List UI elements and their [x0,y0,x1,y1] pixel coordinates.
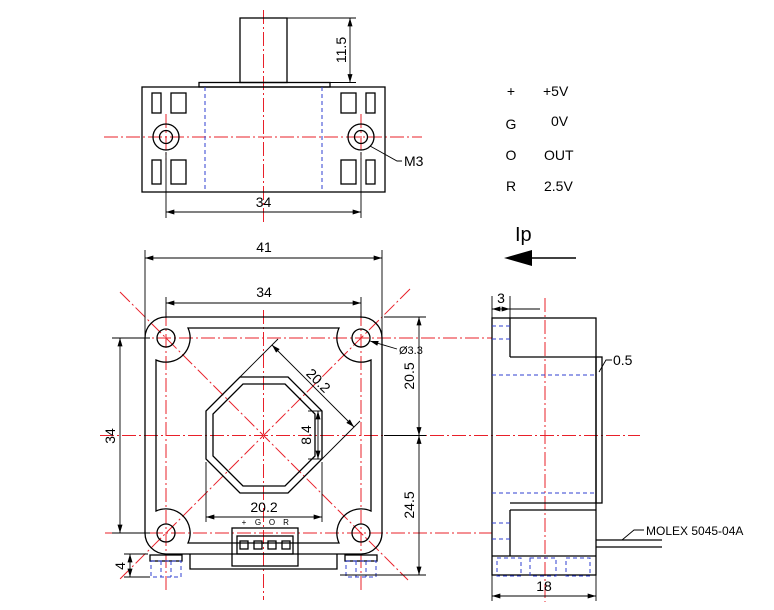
aperture-outer-octagon [205,376,323,494]
dimension-aperture-width: 20.2 [205,462,323,522]
current-arrow-head [504,250,532,266]
dim-flange-label: 3 [497,290,505,306]
mounting-hole [156,328,176,348]
dim-lower-height-label: 24.5 [401,491,417,518]
mounting-plate [198,81,331,88]
mounting-hole [351,523,371,543]
connector-pin-label: + [242,518,247,527]
legend-pin: O [506,147,517,163]
legend-signal: OUT [544,147,574,163]
top-view-centerlines [104,10,422,222]
dim-upper-height-label: 20.5 [401,362,417,389]
body-outline [141,86,386,193]
side-hidden-lines [492,325,596,577]
dimension-flat-length: 8.4 [298,410,322,460]
dim-offset-label: 0.5 [613,352,633,368]
current-direction: Ip [504,224,576,266]
mounting-hole [351,328,371,348]
offset-callout: 0.5 [598,352,633,373]
dim-hole-spacing-v-label: 34 [102,428,118,444]
thread-callout: M3 [369,145,424,169]
mounting-hole [152,123,180,151]
connector-pin [281,540,291,550]
dimension-hole-spacing-horizontal: 34 [165,284,362,318]
connector-housing-base [189,554,338,570]
top-view-hidden-lines [204,87,323,192]
dimension-hole-spacing-vertical: 34 [102,337,150,534]
connector [231,527,299,567]
connector-pin-label: O [269,518,275,527]
dimension-top-hole-spacing: 34 [165,152,362,218]
top-view: 11.5 M3 34 [104,10,424,222]
dimension-flange: 3 [491,290,540,318]
legend-pin: R [506,178,516,194]
connector-pin-labels: + G O R [242,518,289,527]
dim-hole-spacing-h-label: 34 [256,284,272,300]
dimension-thickness: 18 [491,575,597,601]
dim-stem-height-label: 11.5 [333,37,349,63]
pin-legend: + +5V G 0V O OUT R 2.5V [506,83,574,194]
side-body-details [492,318,596,557]
legend-signal: +5V [543,83,569,99]
dimension-overall-width: 41 [144,239,383,336]
dimension-foot-height: 4 [112,553,150,578]
mounting-hole [347,123,375,151]
legend-signal: 0V [551,113,569,129]
dim-aperture-width-label: 20.2 [250,499,277,515]
connector-pin-label: R [283,518,289,527]
connector-pin [253,540,263,550]
dim-overall-width-label: 41 [256,239,272,255]
hole-diameter-callout: Ø3.3 [369,340,423,357]
mounting-hole [156,523,176,543]
dim-foot-height-label: 4 [112,562,128,570]
legend-pin: G [506,116,517,132]
dimension-vertical-heights: 20.5 24.5 [340,316,426,576]
legend-signal: 2.5V [544,178,573,194]
connector-pin [239,540,249,550]
front-view: + G O R 41 34 [100,239,640,600]
aperture-inner-octagon [212,383,316,487]
connector-part-label: MOLEX 5045-04A [646,524,743,538]
right-ear-slots [340,92,376,185]
side-view: Ip [491,224,743,602]
legend-pin: + [507,83,515,99]
dim-flat-length-label: 8.4 [298,425,314,445]
current-label: Ip [515,224,532,246]
connector-pin [267,540,277,550]
dim-top-hole-spacing-label: 34 [256,194,272,210]
connector-callout: MOLEX 5045-04A [596,524,743,548]
left-foot [149,554,183,578]
thread-label: M3 [404,153,424,169]
dimension-stem-height: 11.5 [287,17,356,83]
dim-thickness-label: 18 [536,578,552,594]
connector-pin-label: G [255,518,261,527]
left-ear-slots [151,92,187,185]
side-raised-face [595,356,603,504]
right-foot [344,554,378,578]
